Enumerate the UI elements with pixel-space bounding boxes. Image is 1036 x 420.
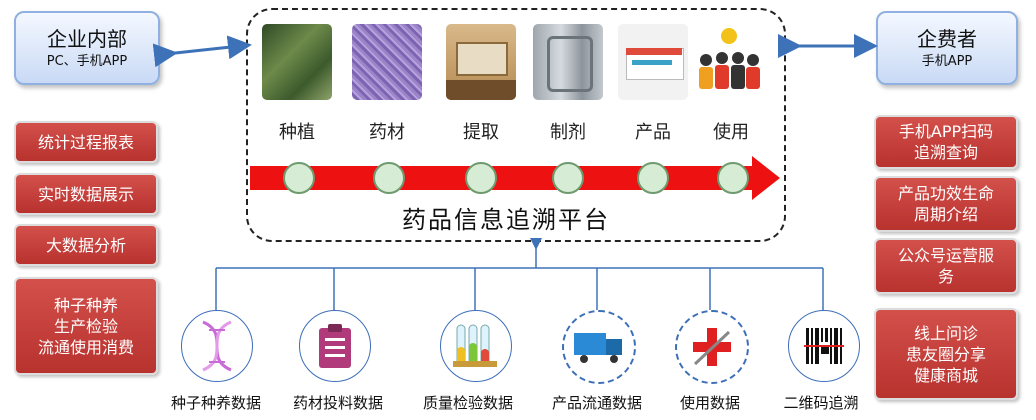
node-product [637, 162, 669, 194]
process-arrow [250, 156, 780, 200]
clipboard-icon [319, 324, 351, 368]
node-herbs [373, 162, 405, 194]
stage-label-product: 产品 [635, 122, 671, 143]
right-item-3: 公众号运营服 务 [874, 238, 1018, 294]
node-use [717, 162, 749, 194]
right-item-4: 线上问诊 患友圈分享 健康商城 [874, 308, 1018, 400]
stage-label-herbs: 药材 [369, 122, 405, 143]
enterprise-subtitle: PC、手机APP [46, 54, 128, 69]
people-icon [692, 24, 766, 100]
caption-usage-data: 使用数据 [679, 394, 740, 412]
caption-qrcode-trace: 二维码追溯 [783, 394, 859, 412]
node-planting [283, 162, 315, 194]
usage-circle [675, 310, 749, 384]
caption-quality-data: 质量检验数据 [422, 394, 513, 412]
right-item-2: 产品功效生命 周期介绍 [874, 176, 1018, 232]
left-item-4: 种子种养 生产检验 流通使用消费 [14, 277, 158, 375]
caption-seed-data: 种子种养数据 [170, 394, 261, 412]
node-preparation [552, 162, 584, 194]
node-extraction [465, 162, 497, 194]
platform-title: 药品信息追溯平台 [402, 206, 610, 234]
quality-check-circle [440, 310, 512, 382]
left-double-arrow [152, 35, 252, 68]
caption-circulation-data: 产品流通数据 [551, 394, 642, 412]
seed-data-circle [181, 310, 253, 382]
circulation-circle [562, 310, 636, 384]
consumer-subtitle: 手机APP [921, 54, 973, 69]
enterprise-title: 企业内部 [47, 27, 127, 51]
consumer-header: 企费者 手机APP [876, 11, 1018, 85]
stage-label-planting: 种植 [279, 122, 315, 143]
dna-icon [202, 320, 232, 372]
herb-image [352, 24, 422, 100]
caption-herb-input-data: 药材投料数据 [292, 394, 383, 412]
right-item-1: 手机APP扫码 追溯查询 [874, 115, 1018, 169]
left-item-3: 大数据分析 [14, 224, 158, 266]
preparation-image [533, 24, 603, 100]
left-item-1: 统计过程报表 [14, 121, 158, 163]
qrcode-trace-circle [788, 310, 860, 382]
extraction-image [446, 24, 516, 100]
truck-icon [574, 333, 622, 363]
stage-label-preparation: 制剂 [550, 122, 586, 143]
barcode-icon [804, 328, 844, 364]
planting-image [262, 24, 332, 100]
stage-label-use: 使用 [713, 122, 749, 143]
consumer-title: 企费者 [917, 27, 977, 51]
test-tubes-icon [453, 324, 497, 367]
platform-box [246, 8, 786, 242]
stage-label-extraction: 提取 [463, 122, 499, 143]
medical-icon [693, 328, 731, 366]
herb-input-circle [299, 310, 371, 382]
enterprise-header: 企业内部 PC、手机APP [14, 11, 160, 85]
product-image [618, 24, 688, 100]
left-item-2: 实时数据展示 [14, 173, 158, 215]
